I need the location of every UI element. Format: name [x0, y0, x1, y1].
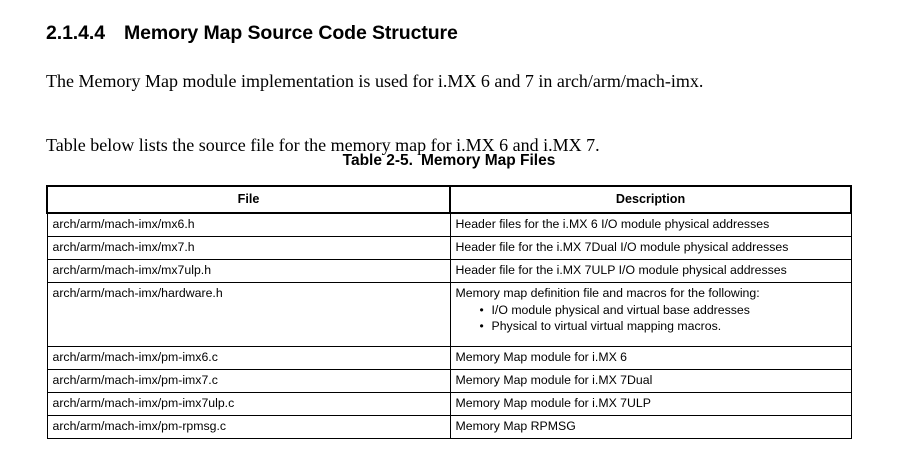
list-item: Physical to virtual virtual mapping macr…: [480, 318, 847, 334]
paragraph-intro: The Memory Map module implementation is …: [46, 71, 704, 91]
description-text: Memory Map module for i.MX 6: [455, 350, 628, 364]
cell-file: arch/arm/mach-imx/pm-imx6.c: [46, 346, 451, 370]
description-bullet-list: I/O module physical and virtual base add…: [456, 302, 847, 334]
paragraph-table-lead-in: Table below lists the source file for th…: [46, 135, 600, 155]
cell-description: Header files for the i.MX 6 I/O module p…: [449, 212, 852, 237]
cell-description: Header file for the i.MX 7Dual I/O modul…: [449, 236, 852, 260]
cell-description: Memory Map module for i.MX 7Dual: [449, 369, 852, 393]
table-row: arch/arm/mach-imx/pm-imx6.c Memory Map m…: [46, 346, 852, 370]
description-text: Memory Map module for i.MX 7ULP: [455, 396, 651, 410]
table-body: arch/arm/mach-imx/mx6.h Header files for…: [46, 212, 852, 439]
table-row: arch/arm/mach-imx/mx7.h Header file for …: [46, 236, 852, 260]
description-text: Header file for the i.MX 7Dual I/O modul…: [455, 240, 789, 254]
column-header-file: File: [46, 185, 451, 214]
cell-file: arch/arm/mach-imx/pm-imx7ulp.c: [46, 392, 451, 416]
description-text: Memory Map RPMSG: [455, 419, 576, 433]
cell-file: arch/arm/mach-imx/mx6.h: [46, 212, 451, 237]
table-row: arch/arm/mach-imx/pm-imx7ulp.c Memory Ma…: [46, 392, 852, 416]
table-header-row: File Description: [46, 185, 852, 214]
cell-description: Memory Map module for i.MX 7ULP: [449, 392, 852, 416]
table-row: arch/arm/mach-imx/pm-imx7.c Memory Map m…: [46, 369, 852, 393]
table-caption-label: Table 2-5.: [342, 152, 413, 169]
cell-file: arch/arm/mach-imx/pm-rpmsg.c: [46, 415, 451, 439]
table-row: arch/arm/mach-imx/mx6.h Header files for…: [46, 212, 852, 237]
cell-description: Header file for the i.MX 7ULP I/O module…: [449, 259, 852, 283]
table-caption-title: Memory Map Files: [420, 152, 556, 169]
cell-description: Memory map definition file and macros fo…: [449, 282, 852, 347]
cell-file: arch/arm/mach-imx/pm-imx7.c: [46, 369, 451, 393]
table-row: arch/arm/mach-imx/hardware.h Memory map …: [46, 282, 852, 347]
cell-file: arch/arm/mach-imx/hardware.h: [46, 282, 451, 347]
list-item: I/O module physical and virtual base add…: [480, 302, 847, 318]
table-caption: Table 2-5. Memory Map Files: [0, 152, 898, 170]
cell-file: arch/arm/mach-imx/mx7.h: [46, 236, 451, 260]
section-number: 2.1.4.4: [46, 22, 105, 45]
memory-map-table-container: File Description arch/arm/mach-imx/mx6.h…: [46, 185, 852, 439]
table-row: arch/arm/mach-imx/pm-rpmsg.c Memory Map …: [46, 415, 852, 439]
cell-description: Memory Map RPMSG: [449, 415, 852, 439]
table-row: arch/arm/mach-imx/mx7ulp.h Header file f…: [46, 259, 852, 283]
table-header: File Description: [46, 185, 852, 214]
description-text: Header files for the i.MX 6 I/O module p…: [455, 217, 770, 231]
description-text: Memory Map module for i.MX 7Dual: [455, 373, 653, 387]
description-text: Header file for the i.MX 7ULP I/O module…: [455, 263, 787, 277]
cell-file: arch/arm/mach-imx/mx7ulp.h: [46, 259, 451, 283]
section-title: Memory Map Source Code Structure: [124, 22, 458, 45]
memory-map-table: File Description arch/arm/mach-imx/mx6.h…: [46, 185, 852, 439]
cell-description: Memory Map module for i.MX 6: [449, 346, 852, 370]
page-title: 2.1.4.4 Memory Map Source Code Structure: [46, 22, 458, 45]
description-text: Memory map definition file and macros fo…: [455, 286, 760, 300]
column-header-description: Description: [449, 185, 852, 214]
